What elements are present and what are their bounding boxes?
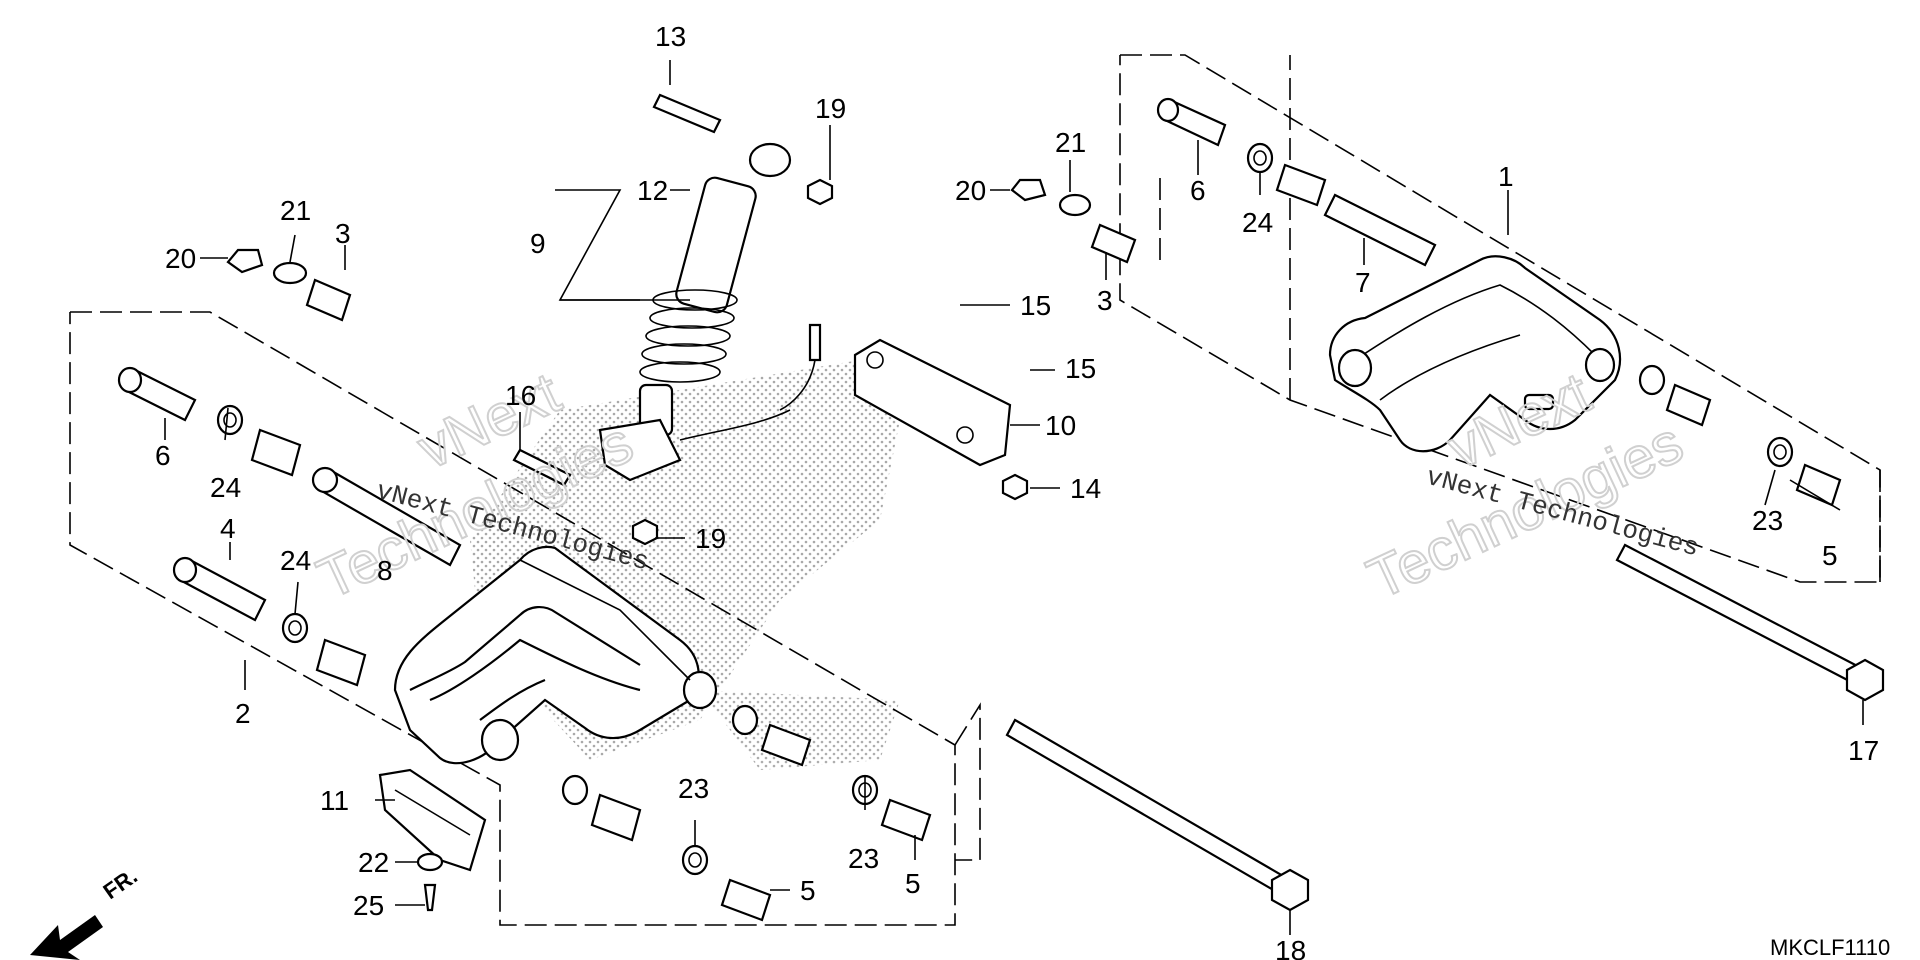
callout-5-mid: 5 — [905, 868, 921, 899]
callout-24-right: 24 — [1242, 207, 1273, 238]
shock-absorber — [598, 142, 792, 482]
diagram-code: MKCLF1110 — [1770, 935, 1890, 960]
callout-18: 18 — [1275, 935, 1306, 960]
callout-21-left: 21 — [280, 195, 311, 226]
callout-19-top: 19 — [815, 93, 846, 124]
left-collars — [117, 248, 367, 687]
callout-15-top: 15 — [1020, 290, 1051, 321]
callout-numbers: 1 2 3 3 4 5 5 5 6 6 7 8 9 10 11 12 13 14… — [155, 21, 1879, 960]
callout-22: 22 — [358, 847, 389, 878]
assembly-boundary-lines — [69, 54, 1881, 926]
callout-12: 12 — [637, 175, 668, 206]
callout-11: 11 — [320, 785, 349, 816]
link-bracket — [779, 323, 1012, 467]
callout-10: 10 — [1045, 410, 1076, 441]
callout-23-left: 23 — [678, 773, 709, 804]
callout-8: 8 — [377, 555, 393, 586]
callout-24-left-upper: 24 — [210, 472, 241, 503]
pivot-bolts — [1005, 543, 1885, 912]
callout-24-left-lower: 24 — [280, 545, 311, 576]
right-collars — [1010, 97, 1842, 507]
callout-21-right: 21 — [1055, 127, 1086, 158]
callout-20-left: 20 — [165, 243, 196, 274]
callout-23-right: 23 — [1752, 505, 1783, 536]
front-direction-arrow: FR. — [30, 863, 142, 960]
callout-5-right: 5 — [1822, 540, 1838, 571]
callout-20-right: 20 — [955, 175, 986, 206]
pivot-pipe — [311, 466, 462, 567]
callout-16: 16 — [505, 380, 536, 411]
leader-lines — [164, 60, 1864, 935]
callout-4: 4 — [220, 513, 236, 544]
callout-25: 25 — [353, 890, 384, 921]
chain-guard-plate — [378, 768, 487, 872]
callout-3-left: 3 — [335, 218, 351, 249]
callout-7: 7 — [1355, 267, 1371, 298]
callout-1: 1 — [1498, 161, 1514, 192]
swingarm-right — [1328, 255, 1622, 453]
swingarm-left — [393, 545, 718, 765]
callout-15-mid: 15 — [1065, 353, 1096, 384]
callout-3-right: 3 — [1097, 285, 1113, 316]
callout-14: 14 — [1070, 473, 1101, 504]
callout-19-mid: 19 — [695, 523, 726, 554]
callout-23-mid: 23 — [848, 843, 879, 874]
small-fasteners — [416, 93, 1029, 912]
callout-6-right: 6 — [1190, 175, 1206, 206]
callout-6-left: 6 — [155, 440, 171, 471]
callout-2: 2 — [235, 698, 251, 729]
callout-13: 13 — [655, 21, 686, 52]
callout-5-bottom: 5 — [800, 875, 816, 906]
callout-9: 9 — [530, 228, 546, 259]
callout-17: 17 — [1848, 735, 1879, 766]
svg-text:FR.: FR. — [99, 863, 142, 904]
